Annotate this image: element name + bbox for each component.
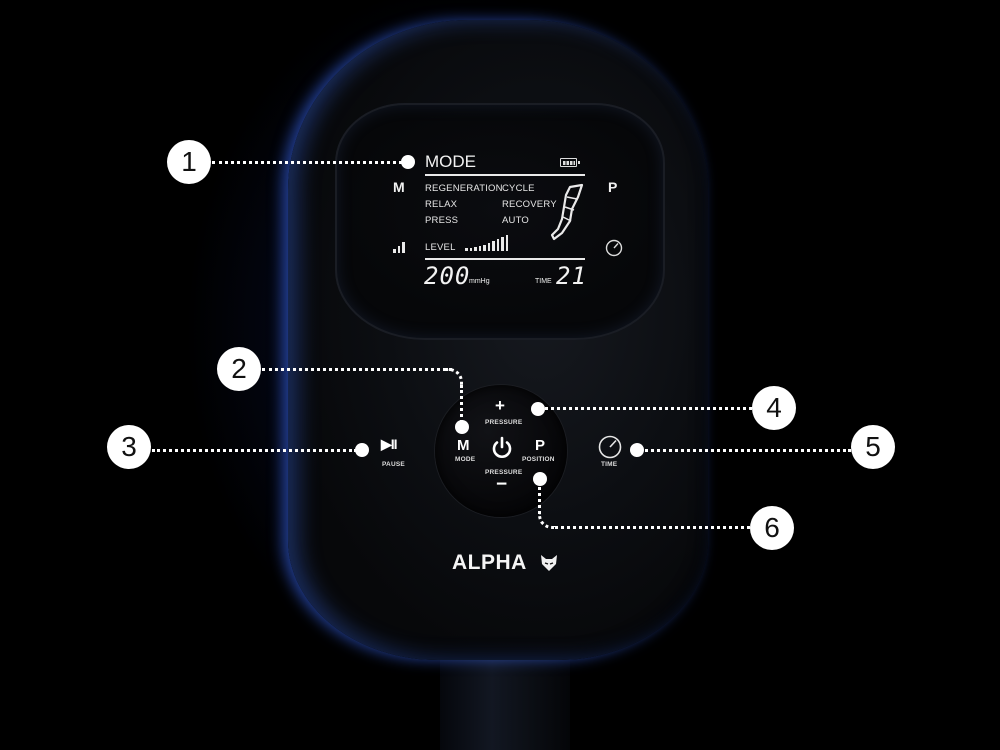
power-icon[interactable] xyxy=(490,436,514,460)
brand-logo: ALPHA xyxy=(452,551,527,574)
callout-5-dot xyxy=(630,443,644,457)
pressure-readout: 200 xyxy=(424,262,471,290)
mode-option: REGENERATION xyxy=(425,183,503,194)
callout-2-leader-vertical xyxy=(460,385,463,423)
callout-2: 2 xyxy=(217,347,261,391)
callout-1-leader xyxy=(212,161,402,164)
pressure-down-label: PRESSURE xyxy=(485,469,523,476)
mode-option: PRESS xyxy=(425,215,459,226)
mode-option: RECOVERY xyxy=(502,199,557,210)
callout-5: 5 xyxy=(851,425,895,469)
time-readout: 21 xyxy=(556,262,587,290)
leg-icon xyxy=(550,183,584,241)
pressure-up-label: PRESSURE xyxy=(485,419,523,426)
pressure-minus-button[interactable]: − xyxy=(496,474,508,495)
callout-6-leader xyxy=(555,526,750,529)
mode-button-label: MODE xyxy=(455,456,476,463)
callout-3: 3 xyxy=(107,425,151,469)
pause-button[interactable]: ▶II xyxy=(381,436,398,452)
callout-4: 4 xyxy=(752,386,796,430)
callout-6-leader-vertical xyxy=(538,482,541,514)
time-unit-label: TIME xyxy=(535,278,552,285)
position-button[interactable]: P xyxy=(535,437,546,454)
callout-6-dot xyxy=(533,472,547,486)
screen-m-indicator: M xyxy=(393,179,405,195)
lcd-screen xyxy=(335,103,665,340)
battery-icon xyxy=(560,158,580,167)
level-bars xyxy=(465,235,508,251)
screen-mode-title: MODE xyxy=(425,152,476,171)
callout-4-leader xyxy=(540,407,752,410)
pause-button-label: PAUSE xyxy=(382,461,405,468)
callout-6-leader-corner xyxy=(538,511,556,529)
mode-option: RELAX xyxy=(425,199,458,210)
time-button-label: TIME xyxy=(601,461,618,468)
callout-3-dot xyxy=(355,443,369,457)
lcd-divider-top xyxy=(425,174,585,176)
lcd-divider-bottom xyxy=(425,258,585,260)
callout-4-dot xyxy=(531,402,545,416)
wolf-logo-icon xyxy=(541,555,557,571)
callout-5-leader xyxy=(640,449,851,452)
callout-6: 6 xyxy=(750,506,794,550)
screen-p-indicator: P xyxy=(608,179,618,195)
mode-option: CYCLE xyxy=(502,183,535,194)
pressure-plus-button[interactable]: + xyxy=(495,396,505,415)
signal-icon xyxy=(393,242,405,253)
callout-3-leader xyxy=(152,449,357,452)
callout-1-dot xyxy=(401,155,415,169)
callout-2-leader xyxy=(262,368,452,371)
callout-2-leader-corner xyxy=(445,368,463,386)
dial-icon xyxy=(605,239,623,257)
level-label: LEVEL xyxy=(425,242,456,253)
mode-button[interactable]: M xyxy=(457,437,470,454)
position-button-label: POSITION xyxy=(522,456,555,463)
mode-option: AUTO xyxy=(502,215,530,226)
callout-2-dot xyxy=(455,420,469,434)
time-dial-icon[interactable] xyxy=(597,434,623,460)
callout-1: 1 xyxy=(167,140,211,184)
pressure-unit: mmHg xyxy=(469,278,490,285)
